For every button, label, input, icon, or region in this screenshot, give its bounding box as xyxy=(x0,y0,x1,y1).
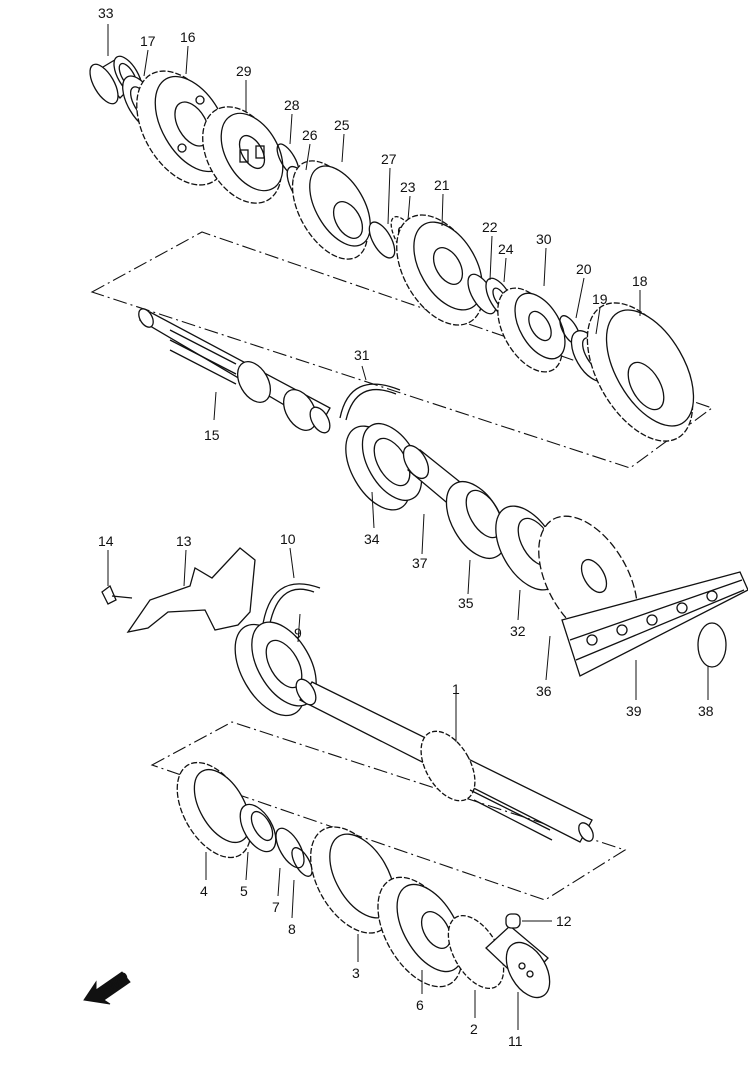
part-labels: 33 17 16 29 28 26 25 27 23 21 22 24 30 2… xyxy=(98,5,714,1049)
part-29-gear xyxy=(202,106,284,204)
fwd-arrow-icon: FWD xyxy=(83,968,131,1005)
part-8-circlip xyxy=(291,847,313,877)
label-26: 26 xyxy=(302,127,318,143)
part-34-ball-bearing xyxy=(345,423,423,511)
part-27-bushing xyxy=(368,221,396,259)
part-31-circlip-half xyxy=(339,383,401,421)
part-15-countershaft xyxy=(138,308,331,434)
label-18: 18 xyxy=(632,273,648,289)
part-14-screw xyxy=(101,584,133,605)
label-35: 35 xyxy=(458,595,474,611)
label-28: 28 xyxy=(284,97,300,113)
part-18-gear xyxy=(586,302,695,442)
label-36: 36 xyxy=(536,683,552,699)
label-38: 38 xyxy=(698,703,714,719)
label-11: 11 xyxy=(508,1033,523,1049)
part-38-chain-clip xyxy=(697,622,727,668)
part-11-bearing-housing xyxy=(485,925,551,999)
part-4-gear xyxy=(176,761,252,859)
label-15: 15 xyxy=(204,427,220,443)
label-24: 24 xyxy=(498,241,514,257)
label-31: 31 xyxy=(354,347,370,363)
part-13-bracket xyxy=(126,547,256,633)
label-20: 20 xyxy=(576,261,592,277)
label-9: 9 xyxy=(294,625,302,641)
part-3-gear xyxy=(310,826,395,934)
countershaft-boundary xyxy=(90,231,714,469)
label-25: 25 xyxy=(334,117,350,133)
label-2: 2 xyxy=(470,1021,478,1037)
part-39-drive-chain xyxy=(561,571,748,677)
label-21: 21 xyxy=(434,177,450,193)
label-5: 5 xyxy=(240,883,248,899)
label-39: 39 xyxy=(626,703,642,719)
label-30: 30 xyxy=(536,231,552,247)
label-22: 22 xyxy=(482,219,498,235)
part-12-pin xyxy=(505,913,521,929)
label-10: 10 xyxy=(280,531,296,547)
part-30-gear xyxy=(497,287,566,373)
label-23: 23 xyxy=(400,179,416,195)
label-3: 3 xyxy=(352,965,360,981)
part-7-washer xyxy=(275,827,305,869)
label-8: 8 xyxy=(288,921,296,937)
label-13: 13 xyxy=(176,533,192,549)
label-14: 14 xyxy=(98,533,114,549)
label-34: 34 xyxy=(364,531,380,547)
fwd-label: FWD xyxy=(96,968,131,999)
label-29: 29 xyxy=(236,63,252,79)
part-35-oil-seal xyxy=(445,481,507,559)
label-16: 16 xyxy=(180,29,196,45)
label-4: 4 xyxy=(200,883,208,899)
label-7: 7 xyxy=(272,899,280,915)
part-1-driveshaft xyxy=(295,678,594,843)
label-32: 32 xyxy=(510,623,526,639)
label-1: 1 xyxy=(452,681,460,697)
part-25-gear xyxy=(291,160,371,260)
leader-lines xyxy=(107,24,709,1030)
part-21-gear xyxy=(396,214,484,326)
part-6-gear xyxy=(377,876,464,988)
label-37: 37 xyxy=(412,555,428,571)
label-33: 33 xyxy=(98,5,114,21)
label-12: 12 xyxy=(556,913,572,929)
label-27: 27 xyxy=(381,151,397,167)
part-9-ball-bearing xyxy=(234,621,317,717)
part-5-bushing xyxy=(239,803,277,853)
label-17: 17 xyxy=(140,33,156,49)
driveshaft-boundary xyxy=(150,721,627,901)
label-19: 19 xyxy=(592,291,608,307)
label-6: 6 xyxy=(416,997,424,1013)
